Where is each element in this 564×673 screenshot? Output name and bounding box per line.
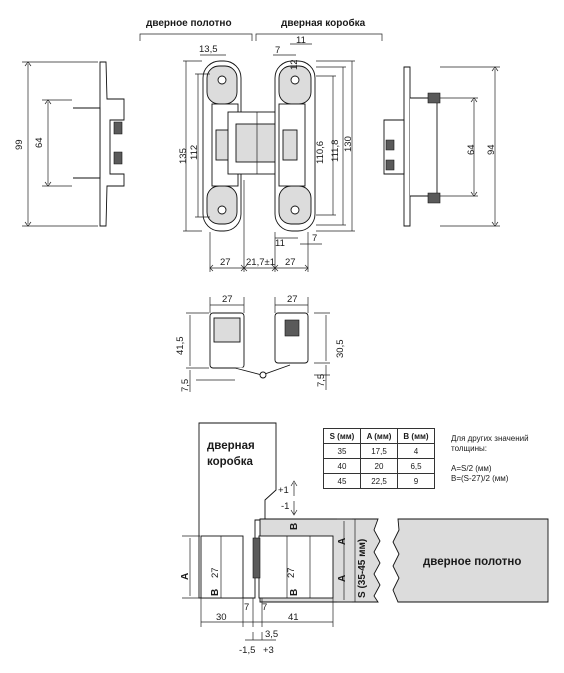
dim-7-bottom: 7 [312, 233, 317, 244]
dim-64-right: 64 [466, 144, 477, 155]
table-header-a: A (мм) [360, 428, 398, 444]
door-leaf-panel [392, 518, 549, 603]
dim-130: 130 [343, 136, 354, 152]
label-frame-line1: дверная [207, 440, 255, 452]
dim-64-left: 64 [34, 137, 45, 148]
table-cell: 45 [323, 473, 361, 489]
dim-3-5: 3,5 [265, 629, 278, 640]
dim-27-right: 27 [285, 257, 296, 268]
mid-dim-27-left: 27 [222, 294, 233, 305]
hinge-cutout-frame [200, 535, 244, 599]
hinge-leaf-right [274, 60, 316, 232]
dim-7-5-left: 7,5 [180, 379, 191, 392]
label-a-right-bottom: A [337, 575, 348, 582]
header-brackets [139, 33, 383, 41]
bottom-view: дверная коробка +1 -1 дверное полотно 27… [180, 422, 549, 656]
hinge-cutout-leaf [258, 535, 334, 599]
note-line: Для других значений [451, 434, 529, 443]
dim-7-b: 7 [262, 602, 267, 613]
table-cell: 22,5 [360, 473, 398, 489]
adjust-minus: -1 [281, 501, 289, 512]
dim-11-top: 11 [296, 35, 306, 46]
dim-30-5: 30,5 [335, 340, 346, 359]
dim-27-left: 27 [220, 257, 231, 268]
dim-41-5: 41,5 [175, 337, 186, 356]
table-cell: 35 [323, 443, 361, 459]
dim-94: 94 [486, 144, 497, 155]
dim-plus-3: +3 [263, 645, 274, 656]
label-door-leaf: дверное полотно [146, 18, 232, 29]
table-cell: 40 [323, 458, 361, 474]
dim-7-5-right: 7,5 [316, 374, 327, 387]
label-a-right-top: A [337, 538, 348, 545]
table-header-row: S (мм) A (мм) B (мм) [323, 428, 435, 444]
table-row: 40 20 6,5 [323, 458, 435, 474]
table-row: 35 17,5 4 [323, 443, 435, 459]
mid-right-block [274, 312, 309, 364]
table-header-b: B (мм) [397, 428, 435, 444]
dim-112: 112 [189, 145, 200, 160]
inner-27-left: 27 [210, 567, 221, 578]
inner-27-right: 27 [286, 567, 297, 578]
note-line: B=(S-27)/2 (мм) [451, 474, 509, 483]
mid-view: 27 27 41,5 30,5 7,5 7,5 [175, 294, 346, 392]
dim-minus-1-5: -1,5 [239, 645, 255, 656]
note-line: толщины: [451, 444, 487, 453]
table-row: 45 22,5 9 [323, 473, 435, 489]
dim-7-top: 7 [275, 45, 280, 56]
table-header-s: S (мм) [323, 428, 361, 444]
dim-111-8: 111,8 [330, 140, 341, 162]
label-door-frame: дверная коробка [281, 17, 366, 29]
label-door-leaf-bottom: дверное полотно [423, 556, 521, 568]
label-b-right-bottom: B [289, 589, 300, 596]
label-s-range: S (35-45 мм) [357, 539, 368, 598]
table-cell: 4 [397, 443, 435, 459]
label-b-right-top: B [289, 523, 300, 530]
label-frame-line2: коробка [207, 456, 254, 468]
dim-41: 41 [288, 612, 299, 623]
dim-21-7: 21,7±1 [246, 257, 275, 268]
dim-11-bottom: 11 [275, 238, 285, 249]
dim-99: 99 [14, 139, 25, 150]
note-line: A=S/2 (мм) [451, 464, 492, 473]
table-cell: 9 [397, 473, 435, 489]
left-side-profile: 99 64 [14, 61, 125, 227]
dim-135: 135 [178, 148, 189, 164]
table-cell: 20 [360, 458, 398, 474]
table-cell: 6,5 [397, 458, 435, 474]
right-side-profile: 64 94 [383, 66, 500, 227]
mid-dim-27-right: 27 [287, 294, 298, 305]
label-b-left: B [210, 589, 221, 596]
dim-13-5: 13,5 [199, 44, 218, 55]
formula-note: Для других значений толщины: A=S/2 (мм) … [451, 434, 561, 484]
dim-110-6: 110,6 [315, 141, 326, 164]
dim-7-a: 7 [244, 602, 249, 613]
label-a-left: A [180, 573, 191, 580]
top-view: дверное полотно дверная коробка 99 64 [14, 17, 500, 272]
adjust-plus: +1 [278, 485, 289, 496]
dim-12: 12 [289, 59, 300, 70]
table-cell: 17,5 [360, 443, 398, 459]
dim-30: 30 [216, 612, 227, 623]
thickness-table: S (мм) A (мм) B (мм) 35 17,5 4 40 20 6,5… [323, 428, 435, 489]
